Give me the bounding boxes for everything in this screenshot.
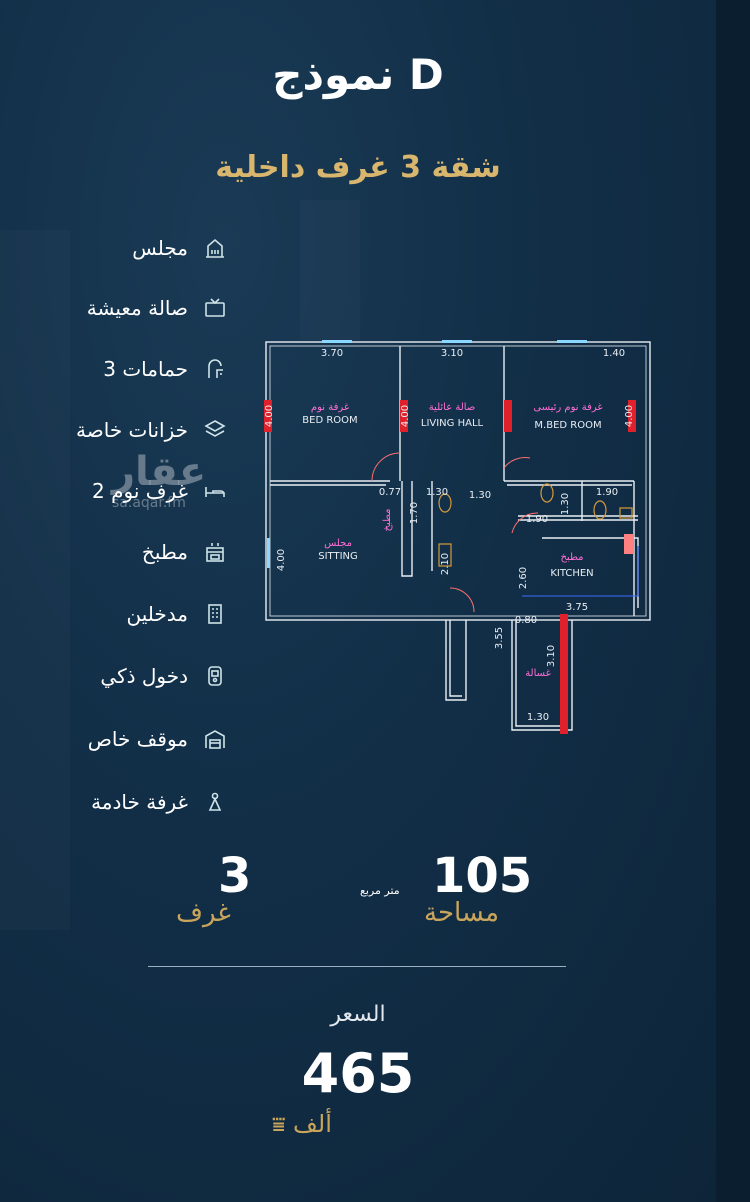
bg-building-mid <box>300 200 360 340</box>
room-label-master-en: M.BED ROOM <box>534 420 601 431</box>
room-label-sitting-ar: مجلس <box>324 538 352 549</box>
rooms-value: 3 <box>218 848 252 904</box>
room-label-sitting-en: SITTING <box>318 551 358 562</box>
feature-label: 2 غرف نوم <box>92 479 188 503</box>
room-label-living-ar: صالة عائلية <box>429 402 476 413</box>
feature-item-bedrooms: 2 غرف نوم <box>92 474 228 508</box>
page-subtitle: شقة 3 غرف داخلية <box>215 150 501 185</box>
maid-icon <box>202 789 228 815</box>
dim-label: 4.00 <box>276 549 287 571</box>
feature-label: 3 حمامات <box>103 357 188 381</box>
feature-item-living: صالة معيشة <box>87 291 228 325</box>
currency-icon: ⩸ <box>272 1113 286 1138</box>
dim-label: 3.10 <box>546 645 557 667</box>
feature-item-bathrooms: 3 حمامات <box>103 352 228 386</box>
watermark-logo-text: عقار <box>112 449 207 495</box>
page-title: نموذج D <box>272 50 444 99</box>
feature-label: مجلس <box>132 236 188 260</box>
price-label: السعر <box>330 1002 386 1027</box>
faucet-icon <box>202 356 228 382</box>
dim-label: 2.10 <box>440 553 451 575</box>
dim-label: 4.00 <box>624 405 635 427</box>
dim-label: 1.30 <box>527 712 549 723</box>
floor-plan: 3.70 3.10 1.40 1.30 1.30 1.90 1.90 0.77 … <box>264 340 651 734</box>
bg-building-left <box>0 230 70 930</box>
room-label-laundry-ar: غسالة <box>525 668 551 679</box>
feature-label: مدخلين <box>126 602 188 626</box>
dim-label: 1.90 <box>526 514 548 525</box>
dim-label: 1.30 <box>426 487 448 498</box>
room-label-kitchen-en: KITCHEN <box>550 568 593 579</box>
feature-item-majlis: مجلس <box>132 231 228 265</box>
dim-label: 3.70 <box>321 348 343 359</box>
door-icon <box>202 601 228 627</box>
dim-label: 4.00 <box>400 405 411 427</box>
feature-item-entrances: مدخلين <box>127 597 228 631</box>
dim-label: 2.60 <box>518 567 529 589</box>
bed-icon <box>202 478 228 504</box>
feature-label: خزانات خاصة <box>76 418 188 442</box>
rooms-label: غرف <box>176 898 231 928</box>
price-unit-text: ألف <box>293 1110 332 1138</box>
smart-lock-icon <box>202 663 228 689</box>
dim-label: 1.70 <box>409 502 420 524</box>
dim-label: 0.77 <box>379 487 401 498</box>
dim-label: 0.80 <box>515 615 537 626</box>
feature-label: غرفة خادمة <box>91 790 188 814</box>
dim-label: 3.75 <box>566 602 588 613</box>
room-label-bedroom-en: BED ROOM <box>302 415 357 426</box>
dim-label: 3.10 <box>441 348 463 359</box>
area-unit: متر مربع <box>360 884 400 897</box>
feature-item-kitchen: مطبخ <box>142 535 228 569</box>
feature-label: صالة معيشة <box>86 296 188 320</box>
area-label: مساحة <box>424 898 500 928</box>
dim-label: 1.30 <box>469 490 491 501</box>
feature-label: موقف خاص <box>87 727 188 751</box>
feature-item-parking: موقف خاص <box>88 722 228 756</box>
feature-label: مطبخ <box>141 540 188 564</box>
dim-label: 3.55 <box>494 627 505 649</box>
aqar-watermark: عقار sa.aqar.fm <box>112 450 206 512</box>
watermark-url: sa.aqar.fm <box>112 495 186 511</box>
dim-label: 1.40 <box>603 348 625 359</box>
room-label-master-ar: غرفة نوم رئيسى <box>533 402 602 413</box>
price-unit: ⩸ ألف <box>272 1110 332 1138</box>
area-value: 105 <box>432 848 533 904</box>
feature-item-maid-room: غرفة خادمة <box>91 785 228 819</box>
feature-label: دخول ذكي <box>100 664 188 688</box>
tv-icon <box>202 295 228 321</box>
room-label-pantry-ar: مطبخ <box>382 508 393 531</box>
dim-label: 1.30 <box>560 493 571 515</box>
feature-item-closets: خزانات خاصة <box>76 413 228 447</box>
side-strip <box>716 0 750 1202</box>
building-icon <box>202 235 228 261</box>
divider <box>148 966 566 967</box>
feature-item-smart-entry: دخول ذكي <box>100 659 228 693</box>
price-value: 465 <box>301 1042 415 1105</box>
dim-label: 4.00 <box>264 405 275 427</box>
room-label-bedroom-ar: غرفة نوم <box>311 402 349 413</box>
stove-icon <box>202 539 228 565</box>
dim-label: 1.90 <box>596 487 618 498</box>
room-label-living-en: LIVING HALL <box>421 418 484 429</box>
layers-icon <box>202 417 228 443</box>
room-label-kitchen-ar: مطبخ <box>560 552 583 563</box>
garage-icon <box>202 726 228 752</box>
